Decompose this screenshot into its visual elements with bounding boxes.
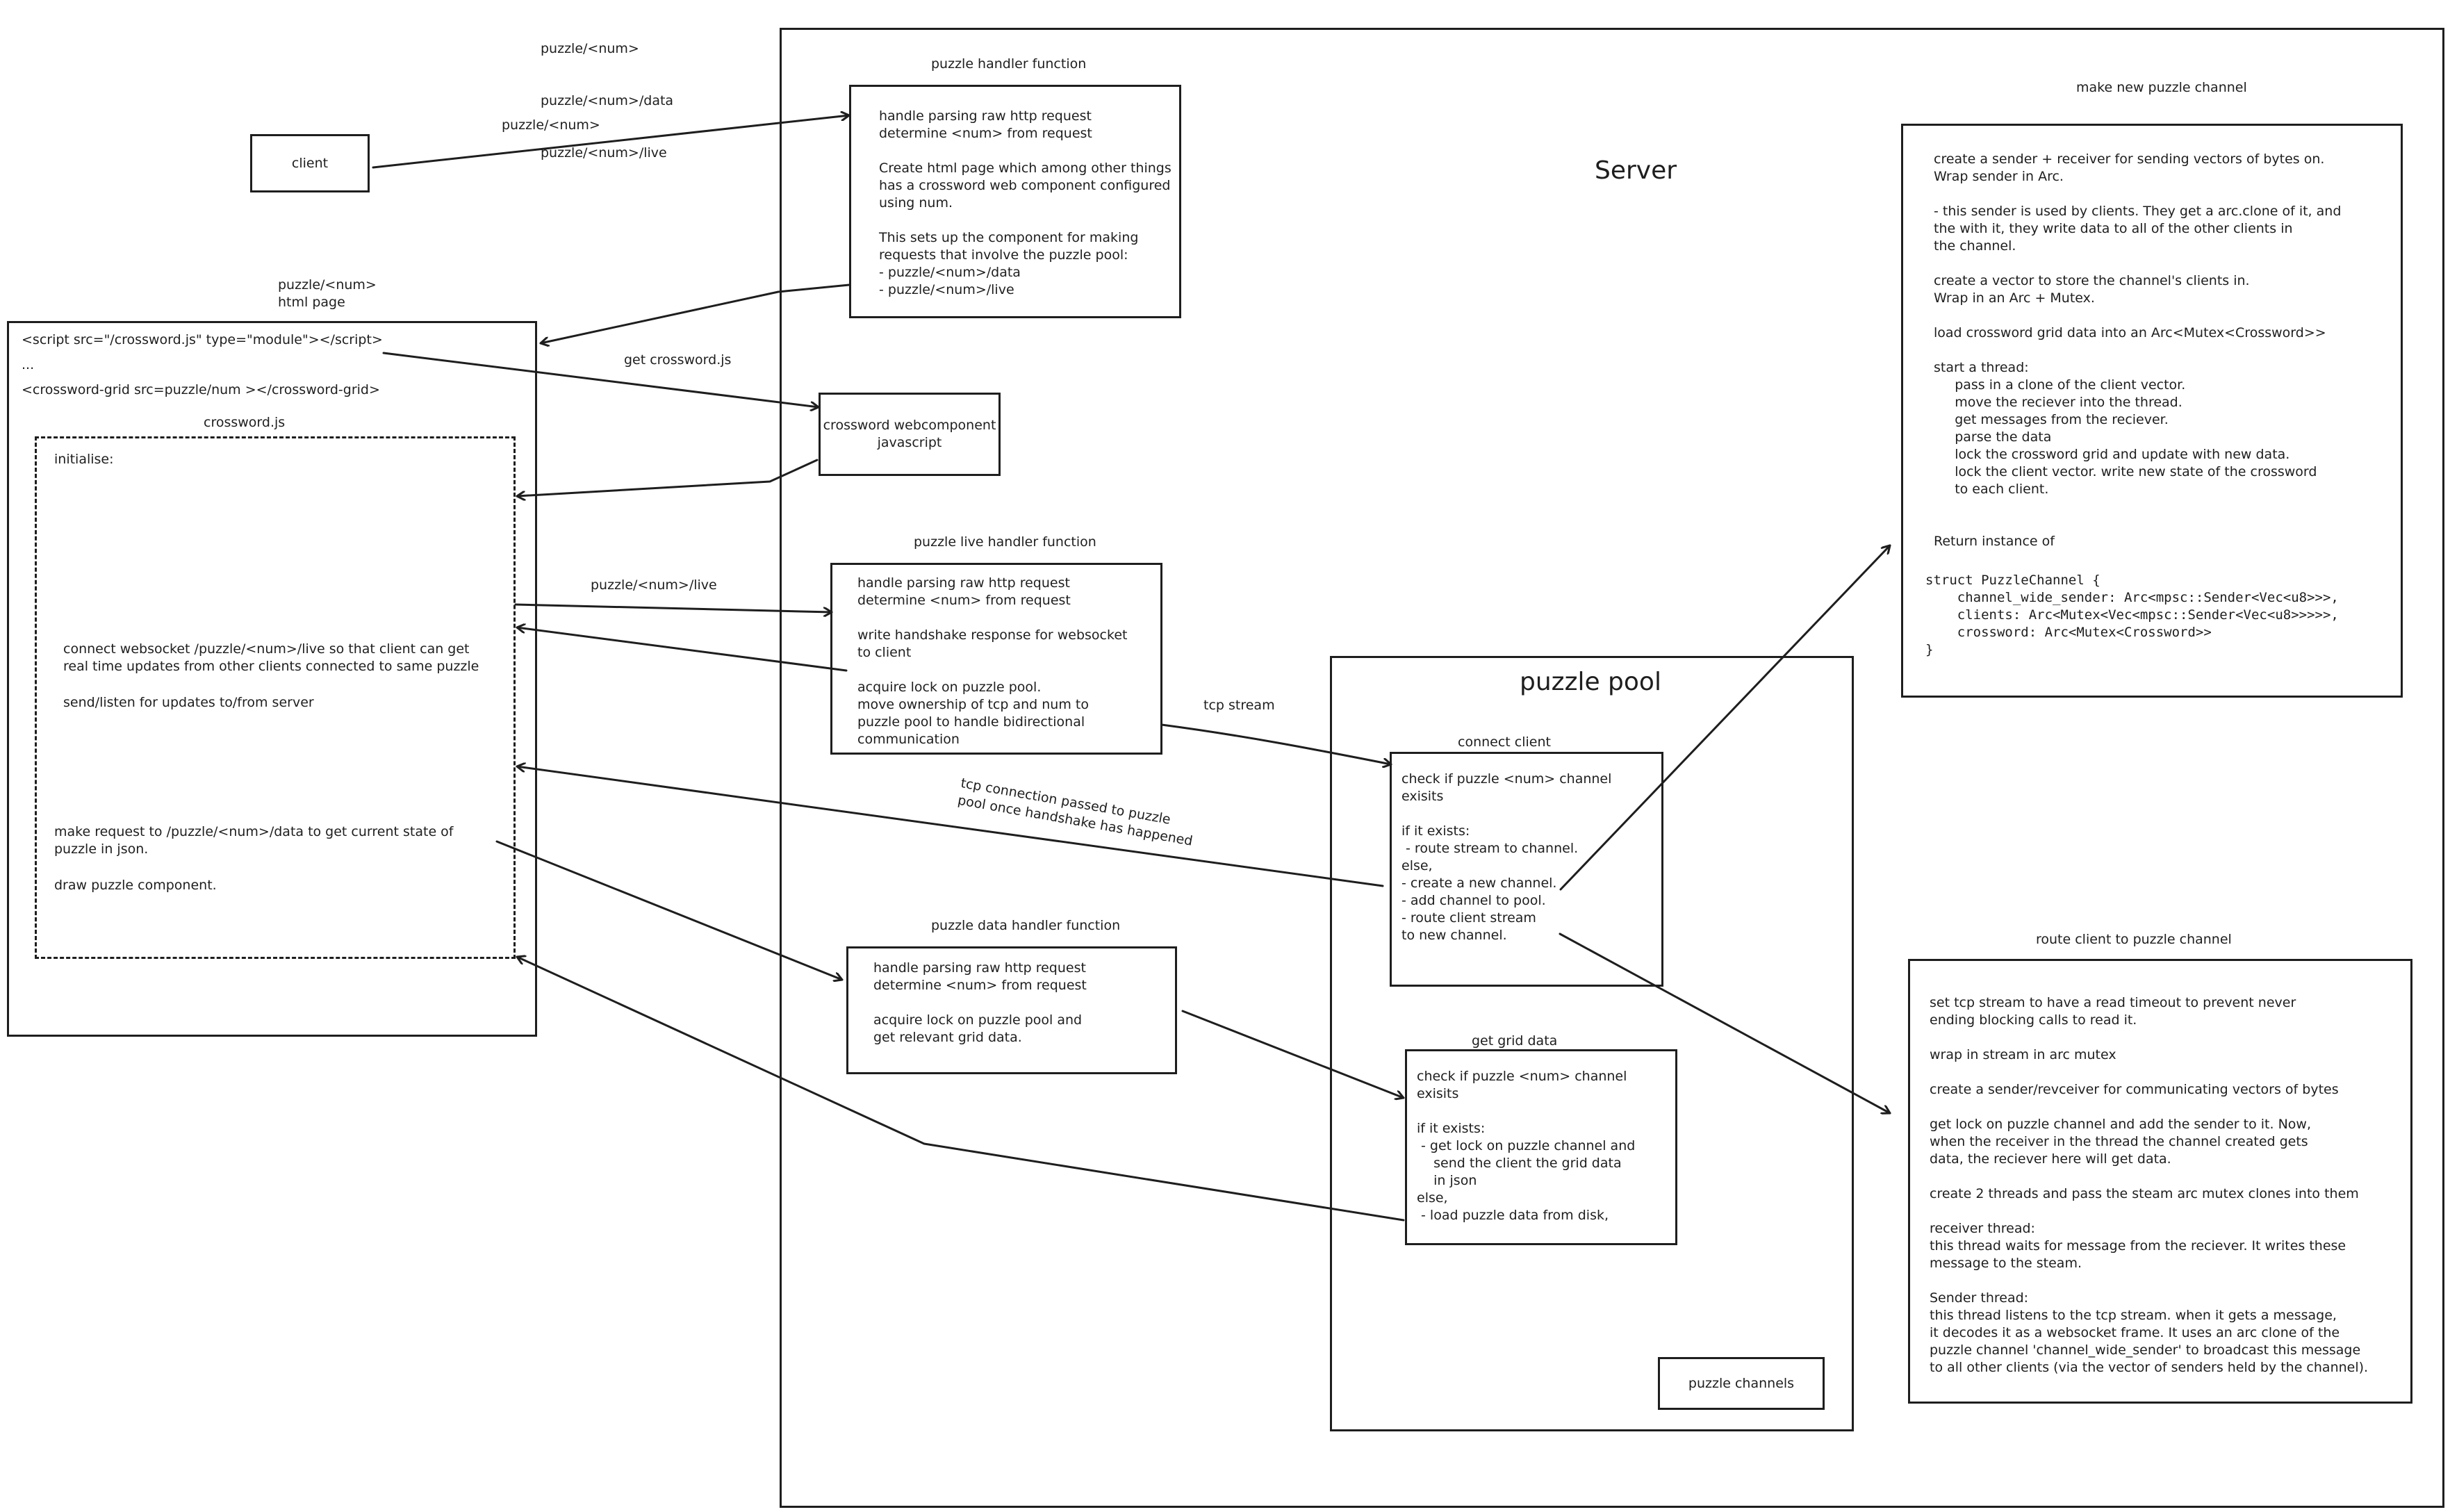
route-puzzle-data: puzzle/<num>/data	[541, 93, 674, 108]
label-html-page-route: puzzle/<num>	[278, 277, 377, 293]
label-client-request: puzzle/<num>	[502, 117, 600, 133]
server-box	[780, 28, 2444, 1508]
live-handler-box: handle parsing raw http request determin…	[830, 563, 1162, 755]
crossword-js-title: crossword.js	[204, 415, 286, 430]
crossword-js-box: initialise: connect websocket /puzzle/<n…	[35, 436, 516, 959]
client-label: client	[291, 156, 329, 171]
puzzle-pool-title: puzzle pool	[1520, 668, 1661, 696]
label-get-crossword-js: get crossword.js	[624, 352, 732, 368]
make-channel-box: create a sender + receiver for sending v…	[1901, 124, 2403, 698]
live-handler-title: puzzle live handler function	[914, 534, 1096, 550]
puzzle-pool-box: puzzle pool	[1330, 656, 1854, 1431]
label-live-request: puzzle/<num>/live	[591, 577, 717, 593]
make-channel-body: create a sender + receiver for sending v…	[1934, 151, 2342, 549]
routes-note: puzzle/<num> puzzle/<num>/data puzzle/<n…	[541, 6, 673, 179]
route-client-box: set tcp stream to have a read timeout to…	[1908, 959, 2412, 1404]
puzzle-channels-label: puzzle channels	[1688, 1376, 1795, 1391]
send-listen-step: send/listen for updates to/from server	[63, 695, 314, 710]
connect-client-box: check if puzzle <num> channel exisits if…	[1390, 752, 1663, 987]
puzzle-channels-box[interactable]: puzzle channels	[1658, 1357, 1825, 1410]
data-request-step: make request to /puzzle/<num>/data to ge…	[54, 824, 454, 857]
label-tcp-stream: tcp stream	[1203, 698, 1275, 713]
puzzle-channel-struct: struct PuzzleChannel { channel_wide_send…	[1925, 573, 2339, 657]
client-box[interactable]: client	[250, 134, 370, 192]
initialise-label: initialise:	[54, 452, 114, 467]
websocket-step: connect websocket /puzzle/<num>/live so …	[63, 641, 479, 674]
connect-client-title: connect client	[1458, 734, 1551, 750]
html-crossword-grid-tag: <crossword-grid src=puzzle/num ></crossw…	[22, 382, 380, 397]
route-client-title: route client to puzzle channel	[2036, 932, 2232, 947]
get-grid-data-title: get grid data	[1472, 1033, 1558, 1049]
data-handler-body: handle parsing raw http request determin…	[873, 960, 1087, 1045]
puzzle-handler-box: handle parsing raw http request determin…	[849, 85, 1181, 318]
server-title: Server	[1595, 156, 1677, 185]
route-puzzle: puzzle/<num>	[541, 41, 639, 56]
webcomponent-label: crossword webcomponent javascript	[823, 418, 996, 450]
label-html-page-text: html page	[278, 294, 345, 310]
puzzle-handler-title: puzzle handler function	[931, 56, 1087, 72]
get-grid-data-box: check if puzzle <num> channel exisits if…	[1405, 1049, 1677, 1245]
webcomponent-box[interactable]: crossword webcomponent javascript	[819, 393, 1001, 476]
connect-client-body: check if puzzle <num> channel exisits if…	[1401, 771, 1612, 943]
arrow-js-to-crosswordjs	[516, 459, 819, 496]
get-grid-data-body: check if puzzle <num> channel exisits if…	[1417, 1069, 1636, 1223]
label-html-page: puzzle/<num> html page	[278, 277, 377, 311]
data-handler-title: puzzle data handler function	[931, 918, 1121, 933]
data-handler-box: handle parsing raw http request determin…	[846, 946, 1177, 1074]
html-script-tag: <script src="/crossword.js" type="module…	[22, 332, 383, 347]
draw-step: draw puzzle component.	[54, 878, 217, 893]
make-channel-title: make new puzzle channel	[2076, 80, 2247, 95]
route-client-body: set tcp stream to have a read timeout to…	[1930, 995, 2369, 1375]
live-handler-body: handle parsing raw http request determin…	[857, 575, 1128, 747]
puzzle-handler-body: handle parsing raw http request determin…	[879, 108, 1171, 297]
route-puzzle-live: puzzle/<num>/live	[541, 145, 667, 161]
html-page-box: <script src="/crossword.js" type="module…	[7, 321, 537, 1037]
html-ellipsis: ...	[22, 357, 35, 372]
